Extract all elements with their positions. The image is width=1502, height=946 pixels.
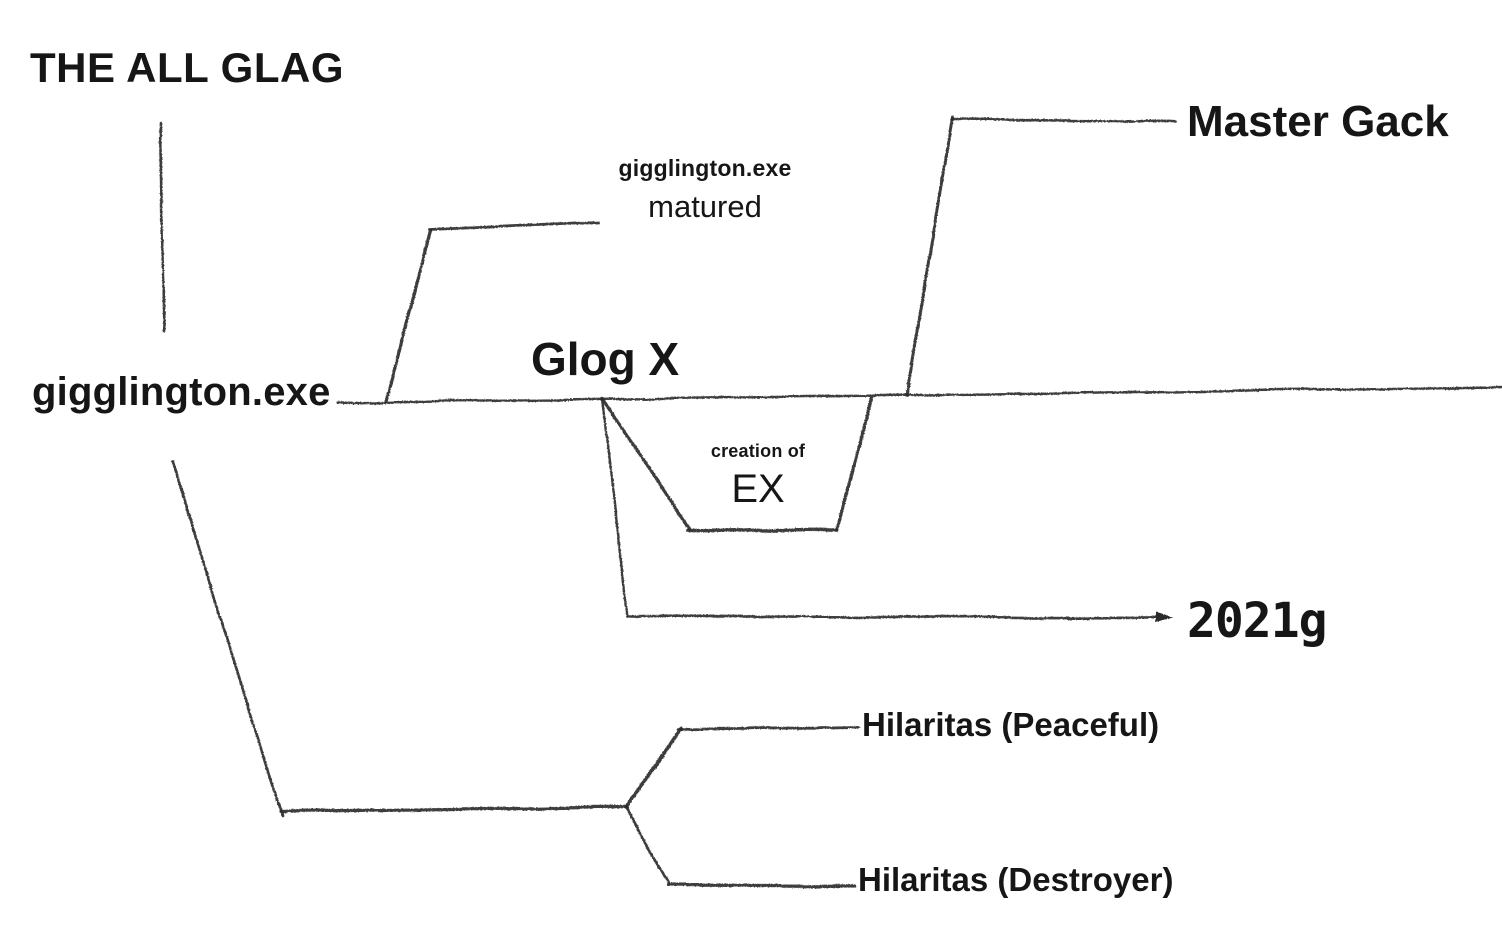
edge-main-timeline (335, 385, 1502, 405)
matured-branch-label: gigglington.exe matured (590, 155, 820, 225)
edge-title-connector (158, 121, 166, 333)
glog-x-label: Glog X (531, 333, 680, 385)
edge-destroyer-horizontal (666, 883, 857, 888)
hilaritas-peaceful-label: Hilaritas (Peaceful) (862, 706, 1160, 743)
creation-of-ex-label-line1: creation of (710, 441, 806, 461)
root-node-label: gigglington.exe (32, 370, 331, 414)
edge-matured-horizontal (428, 220, 601, 231)
edge-2021g-diagonal (600, 397, 630, 618)
edge-destroyer-diagonal (624, 805, 671, 886)
edge-peaceful-diagonal (624, 727, 683, 809)
matured-branch-label-line1: gigglington.exe (618, 155, 792, 181)
edge-peaceful-horizontal (676, 725, 860, 732)
edge-hilaritas-horizontal (278, 805, 628, 814)
creation-of-ex-label: creation of EX (678, 441, 838, 512)
master-gack-label: Master Gack (1187, 97, 1449, 146)
edge-2021g-horizontal (626, 614, 1162, 620)
edge-ex-bottom (686, 528, 839, 533)
edge-hilaritas-descent (171, 460, 284, 819)
hilaritas-destroyer-label: Hilaritas (Destroyer) (858, 861, 1174, 898)
2021g-label: 2021g (1187, 593, 1327, 649)
edge-master-gack-horizontal (950, 117, 1178, 123)
matured-branch-label-line2: matured (648, 189, 762, 224)
edge-2021g-arrowhead (1156, 612, 1173, 623)
edge-ex-right-diagonal (835, 396, 873, 533)
edge-ex-left-diagonal (600, 397, 692, 531)
edge-matured-diagonal (384, 228, 433, 403)
edge-master-gack-diagonal (904, 115, 955, 398)
creation-of-ex-label-line2: EX (731, 467, 785, 511)
diagram-title: THE ALL GLAG (30, 44, 344, 91)
